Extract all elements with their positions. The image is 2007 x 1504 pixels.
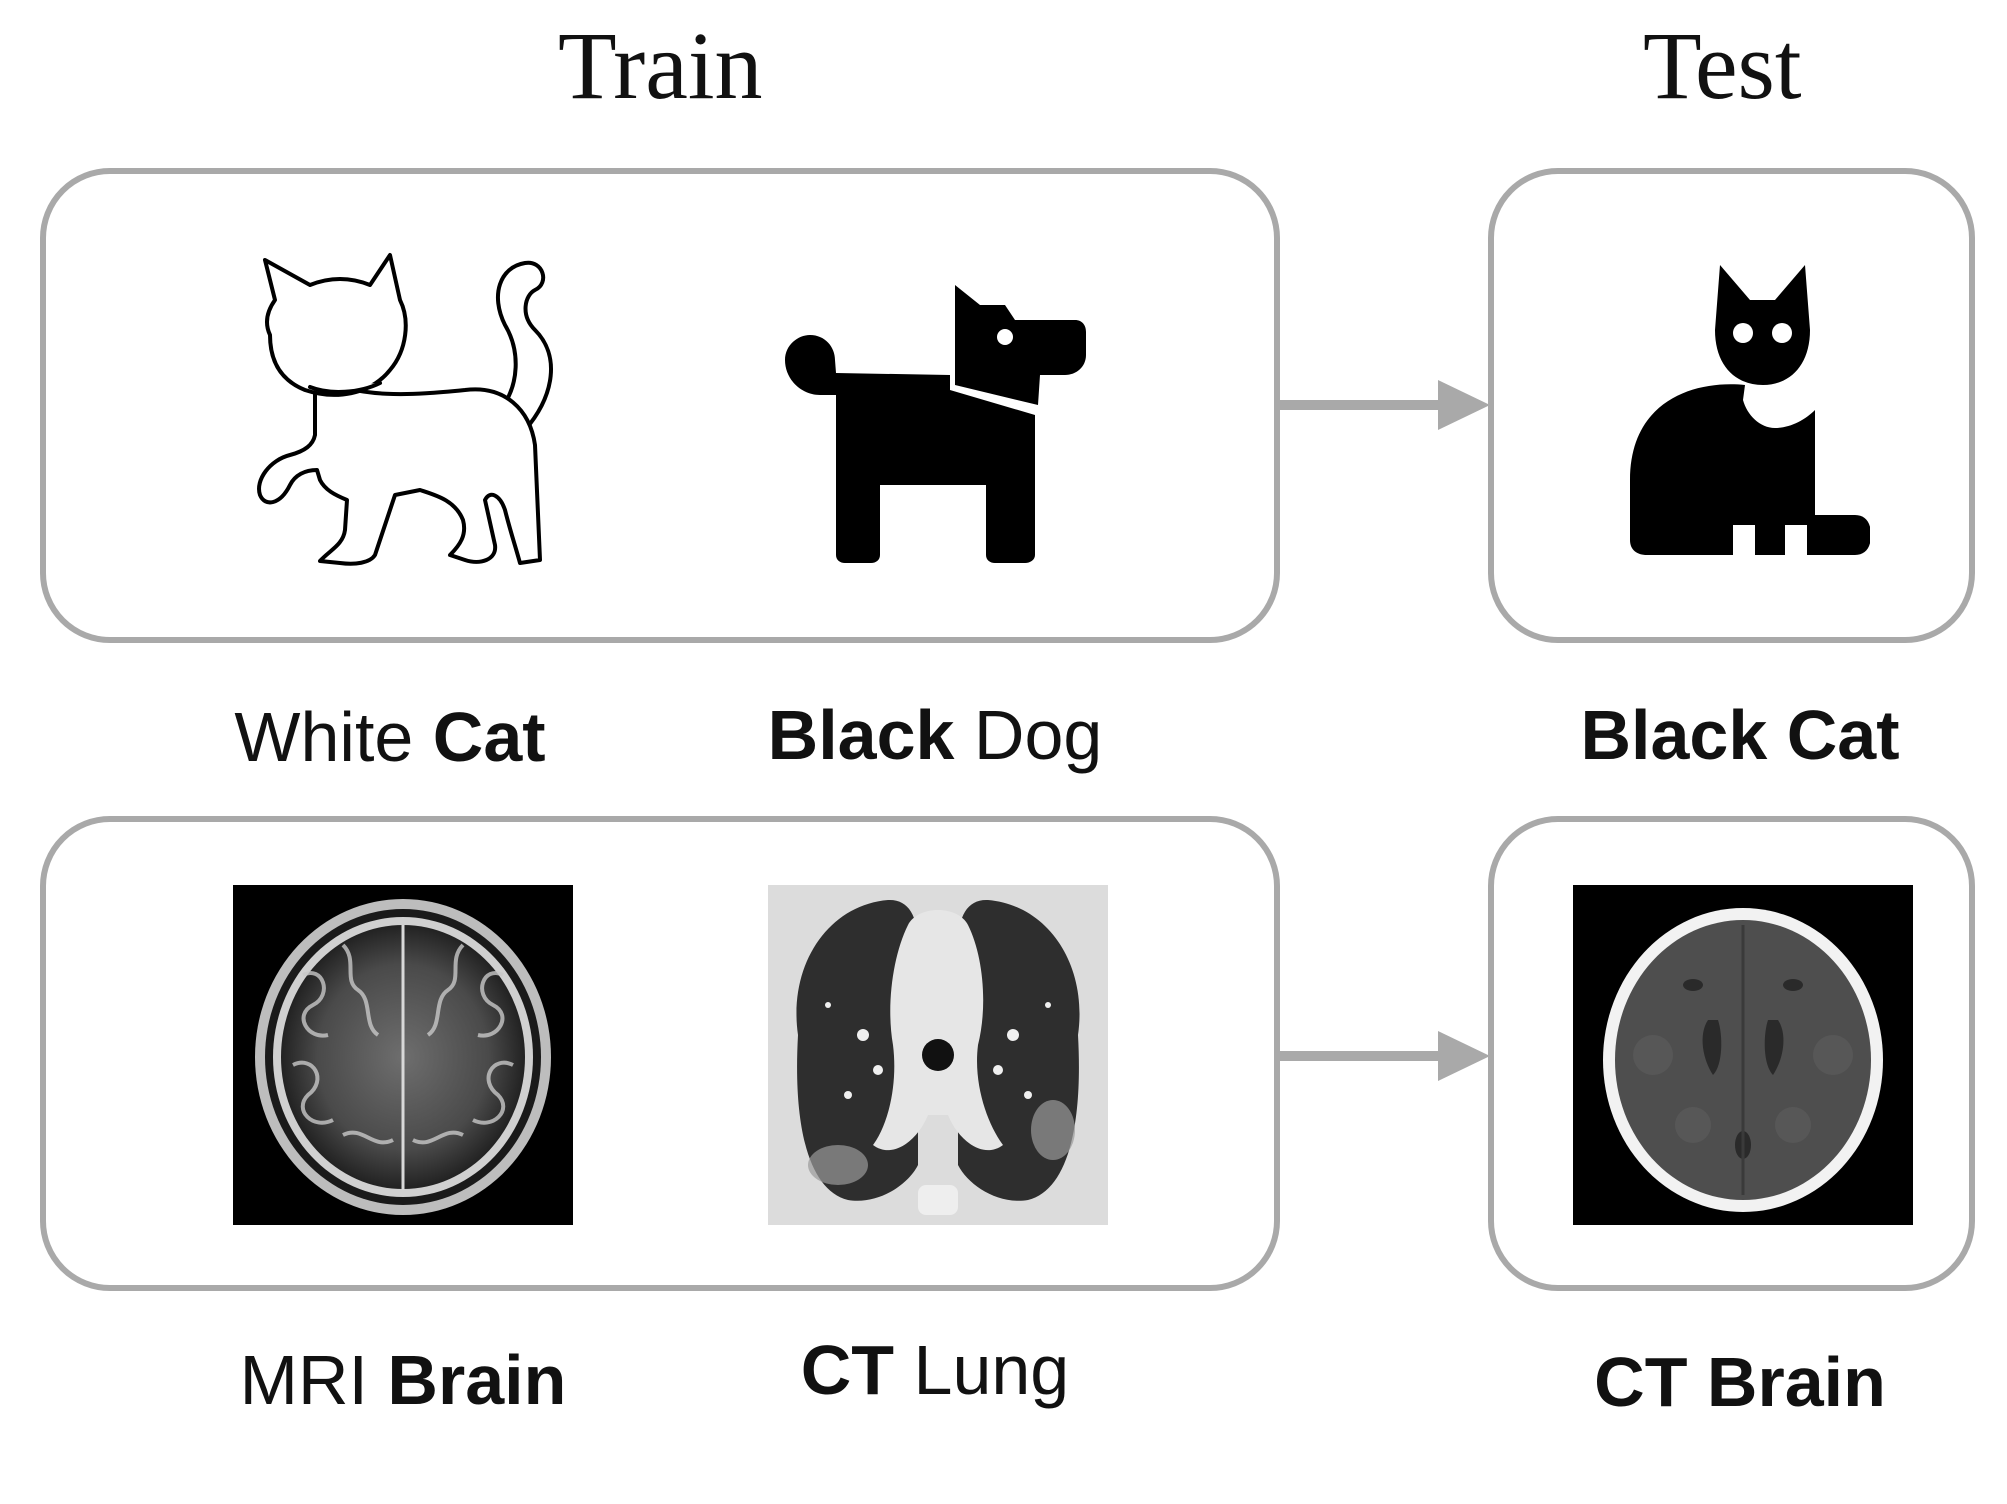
train-box-animals [40,168,1280,643]
label-black-cat: Black Cat [1580,696,1900,774]
label-ct-lung: CT Lung [800,1331,1070,1409]
mri-brain-scan [233,885,573,1225]
test-heading: Test [1643,12,1802,119]
white-cat-outline-icon [257,253,553,566]
arrow-right-icon [1280,380,1490,430]
label-black-dog: Black Dog [767,696,1103,774]
label-mri-brain: MRI Brain [239,1341,567,1419]
label-white-cat: White Cat [234,698,546,776]
ct-brain-scan [1573,885,1913,1225]
black-dog-icon [785,285,1086,563]
ct-lung-scan [768,885,1108,1225]
label-ct-brain: CT Brain [1594,1343,1886,1421]
train-heading: Train [558,12,763,119]
arrow-right-icon [1280,1031,1490,1081]
black-cat-icon [1630,265,1870,555]
